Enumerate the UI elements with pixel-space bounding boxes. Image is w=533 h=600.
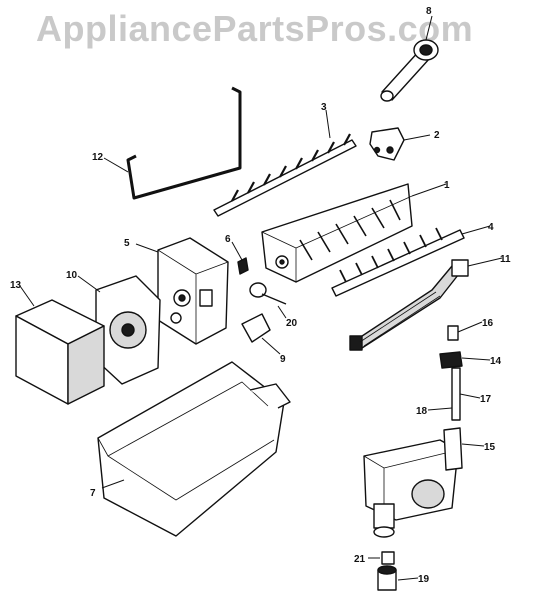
callout-14: 14: [490, 356, 502, 367]
part-14-clip: [439, 351, 463, 369]
callout-13: 13: [10, 280, 22, 291]
part-19-nut: [377, 565, 397, 591]
callout-1: 1: [444, 180, 450, 191]
part-12-wire-arm: [126, 86, 242, 200]
callout-8: 8: [426, 6, 432, 17]
part-5-motor-module: [157, 237, 229, 345]
callout-16: 16: [482, 318, 494, 329]
part-13-box-cover: [15, 299, 105, 405]
callout-5: 5: [124, 238, 130, 249]
callout-19: 19: [418, 574, 430, 585]
callout-15: 15: [484, 442, 496, 453]
callout-4: 4: [488, 222, 494, 233]
part-10-cover: [95, 275, 161, 385]
part-6-clip: [237, 257, 249, 275]
leader-lines: [19, 15, 503, 581]
callout-7: 7: [90, 488, 96, 499]
part-17-tube: [451, 367, 461, 421]
part-2-bracket: [369, 127, 405, 161]
part-1-mold: [261, 183, 413, 283]
part-7-ice-bin: [97, 361, 291, 537]
watermark: AppliancePartsPros.com: [36, 8, 474, 49]
callout-3: 3: [321, 102, 327, 113]
callout-21: 21: [354, 554, 366, 565]
callout-2: 2: [434, 130, 440, 141]
part-4-stripper: [331, 227, 465, 297]
part-9-bracket: [241, 313, 271, 343]
callout-10: 10: [66, 270, 78, 281]
part-3-ejector: [213, 133, 357, 217]
part-20-thermostat: [249, 282, 287, 305]
callout-9: 9: [280, 354, 286, 365]
callout-20: 20: [286, 318, 298, 329]
callout-labels: 8 2 3 1 4 5 6 7 9 10 11 12 13 14 15 16 1…: [10, 6, 511, 585]
callout-6: 6: [225, 234, 231, 245]
part-16-plug: [447, 325, 459, 341]
callout-18: 18: [416, 406, 428, 417]
part-21-fitting: [381, 551, 395, 565]
part-11-wire-harness: [349, 259, 469, 351]
callout-17: 17: [480, 394, 492, 405]
part-8-fill-tube: [380, 39, 439, 102]
callout-12: 12: [92, 152, 104, 163]
callout-11: 11: [500, 254, 511, 265]
part-15-water-valve: [363, 427, 463, 538]
